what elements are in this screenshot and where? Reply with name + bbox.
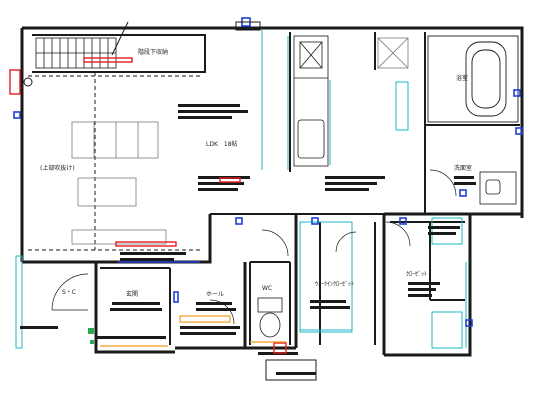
dining-table	[71, 177, 167, 245]
washbasin	[479, 171, 517, 205]
open-ceiling-lines	[28, 72, 200, 251]
kitchen-counter	[293, 35, 329, 167]
label-bath: 浴室	[456, 74, 468, 82]
label-stair-storage: 階段下収納	[138, 48, 168, 56]
label-entrance: 玄関	[126, 290, 138, 298]
orange-markers	[100, 315, 286, 347]
label-washroom: 洗面室	[454, 164, 472, 172]
door-swings	[51, 169, 457, 325]
staircase	[35, 21, 129, 69]
toilet-fixture	[257, 297, 283, 338]
green-markers	[88, 328, 94, 344]
label-walkin-closet: ｳｫｰｸｲﾝｸﾛｰｾﾞｯﾄ	[315, 281, 354, 288]
label-shoes: S・C	[62, 289, 76, 296]
blue-markers	[13, 17, 523, 327]
note-blocks	[20, 104, 476, 375]
label-toilet: WC	[262, 285, 272, 292]
sofa	[71, 121, 159, 159]
inner-walls	[32, 32, 520, 345]
red-markers	[9, 57, 287, 354]
bathtub	[427, 35, 519, 123]
outer-walls	[20, 26, 524, 357]
fridge-box	[377, 37, 409, 69]
label-hall: ホール	[206, 291, 224, 298]
exterior-details	[23, 21, 317, 381]
label-closet: ｸﾛｰｾﾞｯﾄ	[406, 271, 427, 278]
label-ldk: LDK 18帖	[206, 140, 238, 148]
label-ceiling-note: (上部吹抜け)	[40, 164, 75, 172]
teal-lines	[15, 30, 467, 349]
